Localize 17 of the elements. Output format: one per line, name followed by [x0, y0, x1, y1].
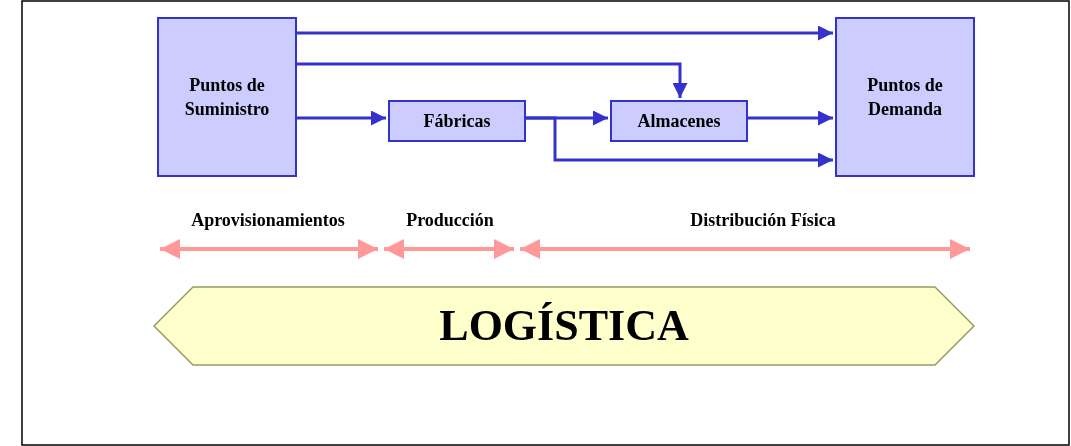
- node-label: Puntos de Suministro: [183, 74, 271, 121]
- arrow: [297, 110, 386, 126]
- demand-box: [835, 17, 975, 177]
- arrow: [526, 116, 833, 168]
- phase-label: Producción: [406, 210, 494, 231]
- process-box: [610, 100, 748, 142]
- node-label: Almacenes: [637, 110, 721, 133]
- banner-title: LOGÍSTICA: [439, 300, 689, 352]
- arrow: [297, 25, 833, 41]
- phase-label: Distribución Física: [690, 210, 836, 231]
- process-box: [388, 100, 526, 142]
- arrow: [297, 62, 688, 98]
- phase-label: Aprovisionamientos: [191, 210, 345, 231]
- node-label: Fábricas: [423, 110, 491, 133]
- node-label: Puntos de Demanda: [866, 74, 944, 121]
- arrow: [748, 110, 833, 126]
- supply-box: [157, 17, 297, 177]
